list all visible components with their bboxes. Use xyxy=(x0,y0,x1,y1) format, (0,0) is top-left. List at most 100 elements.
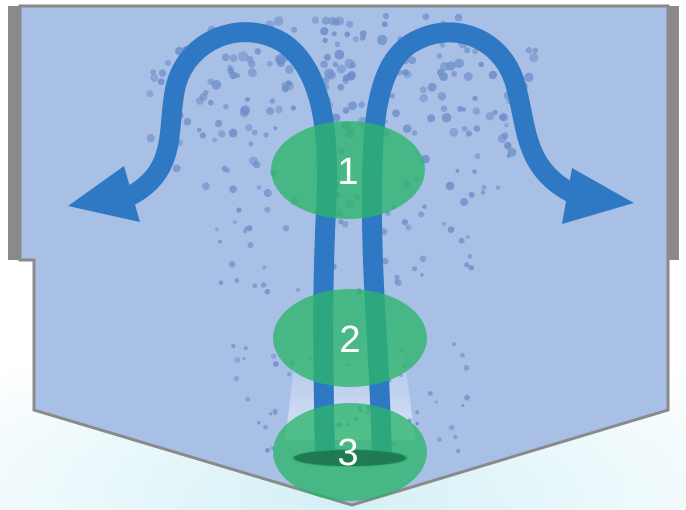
bubble xyxy=(468,191,475,198)
bubble xyxy=(472,95,478,102)
bubble xyxy=(196,127,202,133)
bubble xyxy=(348,101,357,111)
bubble xyxy=(440,105,448,112)
bubble xyxy=(449,127,459,137)
bubble xyxy=(346,20,354,28)
bubble xyxy=(199,132,206,139)
bubble xyxy=(336,64,346,74)
bubble xyxy=(451,70,458,77)
bubble xyxy=(465,130,472,137)
bubble xyxy=(291,26,298,33)
bubble xyxy=(269,412,273,416)
bubble xyxy=(456,448,461,454)
bubble xyxy=(322,37,328,44)
bubble xyxy=(212,137,218,143)
bubble xyxy=(454,58,465,68)
bubble xyxy=(408,56,417,65)
bubble xyxy=(359,34,366,41)
bubble xyxy=(422,13,430,21)
bubble xyxy=(504,141,512,150)
bubble xyxy=(472,48,478,55)
bubble xyxy=(251,129,258,136)
bubble xyxy=(296,287,301,292)
bubble xyxy=(376,34,388,46)
zone-2: 2 xyxy=(273,289,427,387)
bubble xyxy=(445,181,455,191)
bubble xyxy=(338,219,344,225)
bubble xyxy=(402,124,412,133)
bubble xyxy=(284,81,294,91)
bubble xyxy=(238,51,249,62)
bubble xyxy=(464,394,470,401)
bubble xyxy=(464,47,471,54)
bubble xyxy=(392,109,400,118)
bubble xyxy=(419,255,427,263)
bubble xyxy=(195,96,204,105)
bubble xyxy=(463,72,473,82)
bubble xyxy=(346,72,355,81)
bubble xyxy=(320,27,329,36)
bubble xyxy=(467,254,473,259)
bubble xyxy=(215,227,219,232)
bubble xyxy=(236,207,242,213)
bubble xyxy=(326,70,336,80)
bubble xyxy=(208,99,214,106)
bubble xyxy=(381,21,388,28)
bubble xyxy=(150,69,156,75)
zone-1-label: 1 xyxy=(337,151,358,193)
bubble xyxy=(411,130,418,136)
bubble xyxy=(412,266,418,272)
bubble xyxy=(260,282,267,288)
bubble xyxy=(419,86,427,94)
bubble xyxy=(434,400,438,404)
bubble xyxy=(464,262,470,268)
bubble xyxy=(276,58,286,68)
right-arrowhead-icon xyxy=(562,168,634,224)
bubble xyxy=(274,16,284,26)
bubble xyxy=(263,132,269,138)
bubble xyxy=(480,190,486,195)
bubble xyxy=(183,117,192,126)
zone-1: 1 xyxy=(271,121,425,219)
zone-1-ellipse xyxy=(271,121,425,219)
bubble xyxy=(270,353,277,359)
bubble xyxy=(234,278,240,283)
bubble xyxy=(234,357,241,363)
bubble xyxy=(266,107,274,115)
bubble xyxy=(458,237,465,244)
bubble xyxy=(473,125,481,132)
bubble xyxy=(245,396,251,402)
bubble xyxy=(427,114,436,123)
bubble xyxy=(264,288,271,295)
bubble xyxy=(332,18,340,26)
bubble xyxy=(242,356,246,361)
bubble xyxy=(287,372,291,376)
bubble xyxy=(463,365,470,371)
bubble xyxy=(334,41,341,48)
bubble xyxy=(507,147,517,157)
bubble xyxy=(394,279,399,284)
bubble xyxy=(165,60,171,66)
bubble xyxy=(334,49,345,60)
bubble xyxy=(227,64,233,71)
bubble xyxy=(320,60,328,69)
bubble xyxy=(460,352,465,358)
bubble xyxy=(495,185,501,190)
bubble xyxy=(481,185,487,190)
bubble xyxy=(146,134,155,143)
bubble xyxy=(290,105,296,111)
bubble xyxy=(211,80,222,90)
bubble xyxy=(273,361,279,367)
bubble xyxy=(265,447,270,453)
bubble xyxy=(248,141,254,147)
bubble xyxy=(461,125,468,132)
bubble xyxy=(352,36,359,43)
bubble xyxy=(232,220,237,225)
bubble xyxy=(485,112,494,121)
bubble xyxy=(420,272,424,277)
bubble xyxy=(394,274,400,280)
bubble xyxy=(331,31,337,37)
zone-2-label: 2 xyxy=(339,319,360,361)
bubble xyxy=(218,130,226,138)
